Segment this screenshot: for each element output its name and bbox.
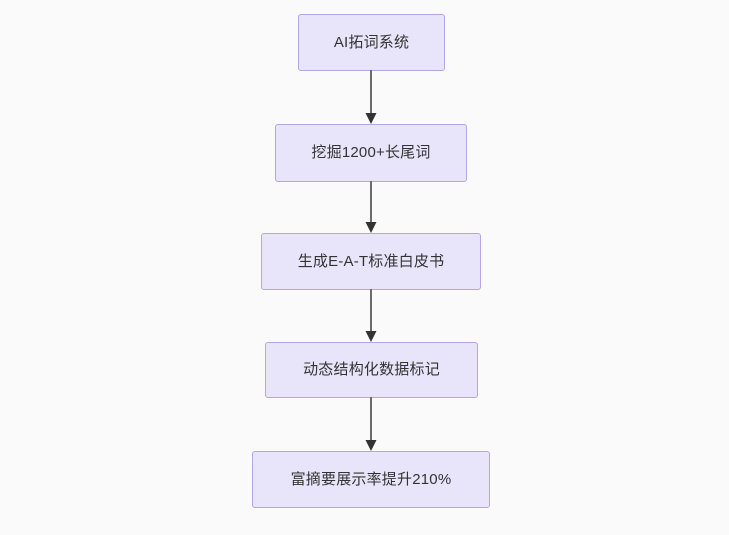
down-arrow-icon (365, 113, 377, 124)
flow-edge-2 (360, 181, 382, 234)
flow-node-mine-longtail-keywords[interactable]: 挖掘1200+长尾词 (275, 124, 467, 182)
flow-node-label: 富摘要展示率提升210% (290, 470, 452, 488)
flow-node-dynamic-structured-data-markup[interactable]: 动态结构化数据标记 (265, 342, 478, 398)
flow-node-label: 生成E-A-T标准白皮书 (297, 252, 445, 270)
flow-node-label: 动态结构化数据标记 (303, 361, 440, 378)
flow-edge-1 (360, 70, 382, 125)
down-arrow-icon (365, 222, 377, 233)
down-arrow-icon (365, 440, 377, 451)
down-arrow-icon (365, 331, 377, 342)
flow-node-label: 挖掘1200+长尾词 (311, 144, 431, 161)
flow-edge-4 (360, 397, 382, 452)
flow-node-ai-keyword-system[interactable]: AI拓词系统 (298, 14, 445, 71)
flow-node-rich-snippet-impression-lift[interactable]: 富摘要展示率提升210% (252, 451, 490, 508)
flow-node-label: AI拓词系统 (333, 33, 410, 51)
flow-node-generate-eat-whitepaper[interactable]: 生成E-A-T标准白皮书 (261, 233, 481, 290)
flow-edge-3 (360, 289, 382, 343)
